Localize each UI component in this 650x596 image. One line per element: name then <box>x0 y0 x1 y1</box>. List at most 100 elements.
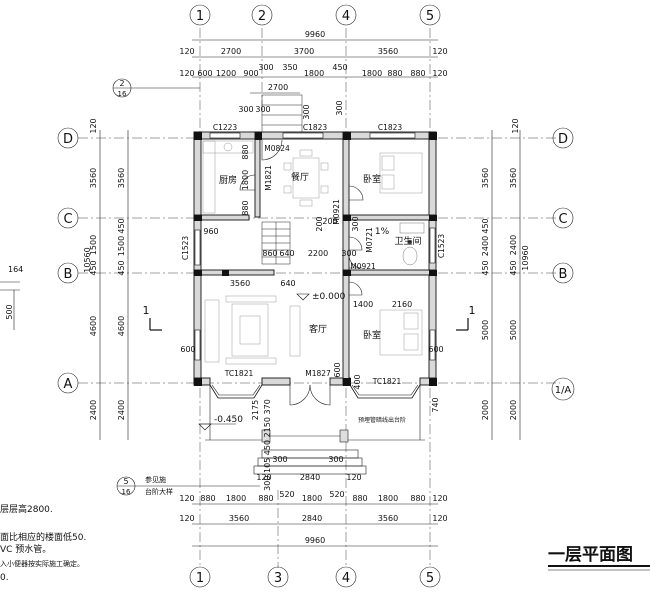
svg-text:5: 5 <box>426 571 434 586</box>
svg-text:2: 2 <box>119 79 124 88</box>
svg-text:2840: 2840 <box>302 514 322 523</box>
svg-text:C1823: C1823 <box>303 123 328 132</box>
svg-text:450: 450 <box>509 260 518 275</box>
svg-text:5000: 5000 <box>481 320 490 340</box>
grid-bubble-left-A: A <box>57 372 79 394</box>
svg-text:3560: 3560 <box>378 514 398 523</box>
right-dimensions: 120 3560 10960 2400 450 5000 2000 3560 4… <box>481 118 530 440</box>
svg-text:参见施: 参见施 <box>145 475 166 484</box>
svg-text:300: 300 <box>238 105 253 114</box>
svg-text:450: 450 <box>481 218 490 233</box>
svg-text:9960: 9960 <box>305 30 325 39</box>
svg-text:300: 300 <box>255 105 270 114</box>
svg-text:120: 120 <box>179 514 194 523</box>
svg-text:300: 300 <box>351 216 360 231</box>
svg-text:880: 880 <box>352 494 367 503</box>
svg-text:入小便器按实际施工确定。: 入小便器按实际施工确定。 <box>0 559 84 568</box>
svg-text:1500: 1500 <box>89 235 98 255</box>
top-dimensions: 9960 120 2700 3700 3560 120 120 600 1200… <box>179 30 447 120</box>
svg-text:5: 5 <box>426 9 434 24</box>
svg-text:VC 预水管。: VC 预水管。 <box>0 543 51 555</box>
svg-text:台阶大样: 台阶大样 <box>145 487 173 496</box>
section-mark-left: 1 <box>143 304 162 331</box>
porch <box>205 385 425 475</box>
grid-bubble-top-4: 4 <box>335 4 357 26</box>
svg-text:M1821: M1821 <box>264 165 273 191</box>
svg-text:450: 450 <box>117 260 126 275</box>
svg-text:TC1821: TC1821 <box>224 369 254 378</box>
svg-text:1800: 1800 <box>378 494 398 503</box>
svg-text:300: 300 <box>258 63 273 72</box>
svg-text:740: 740 <box>431 397 440 412</box>
svg-text:C1823: C1823 <box>378 123 403 132</box>
interior-walls <box>193 131 437 385</box>
svg-text:4600: 4600 <box>89 316 98 336</box>
svg-text:B: B <box>559 267 568 282</box>
svg-text:2400: 2400 <box>89 400 98 420</box>
svg-text:3560: 3560 <box>229 514 249 523</box>
svg-text:层层高2800.: 层层高2800. <box>0 503 53 515</box>
staircase <box>261 94 303 265</box>
svg-text:120: 120 <box>432 69 447 78</box>
svg-text:880: 880 <box>387 69 402 78</box>
svg-text:3560: 3560 <box>481 168 490 188</box>
svg-text:880: 880 <box>410 69 425 78</box>
bath-slope: 1% <box>375 227 390 237</box>
room-labels: 厨房 餐厅 卧室 卫生间 1% 客厅 卧室 <box>219 171 422 341</box>
grid-bubble-top-1: 1 <box>189 4 211 26</box>
svg-text:520: 520 <box>329 490 344 499</box>
kitchen-counter <box>202 140 254 214</box>
svg-text:120: 120 <box>432 494 447 503</box>
svg-text:TC1821: TC1821 <box>372 377 402 386</box>
svg-text:120: 120 <box>89 118 98 133</box>
svg-text:120: 120 <box>179 494 194 503</box>
svg-text:C1223: C1223 <box>213 123 238 132</box>
svg-text:0.: 0. <box>0 573 9 583</box>
svg-text:4600: 4600 <box>117 316 126 336</box>
svg-text:1200: 1200 <box>216 69 236 78</box>
svg-text:5000: 5000 <box>509 320 518 340</box>
svg-text:880: 880 <box>410 494 425 503</box>
svg-text:2700: 2700 <box>268 83 288 92</box>
svg-text:300: 300 <box>335 100 344 115</box>
svg-text:预埋管暗线出台阶: 预埋管暗线出台阶 <box>358 416 406 424</box>
svg-text:2175: 2175 <box>251 400 260 420</box>
svg-text:2400: 2400 <box>117 400 126 420</box>
svg-text:500: 500 <box>5 304 14 319</box>
svg-text:120: 120 <box>432 47 447 56</box>
svg-text:880: 880 <box>241 144 250 159</box>
svg-text:3560: 3560 <box>509 168 518 188</box>
bed-southeast <box>379 309 423 356</box>
svg-text:1400: 1400 <box>353 300 373 309</box>
svg-text:860: 860 <box>262 249 277 258</box>
svg-text:520: 520 <box>279 490 294 499</box>
svg-text:600: 600 <box>428 345 443 354</box>
svg-text:1/A: 1/A <box>555 385 572 396</box>
svg-text:2840: 2840 <box>300 473 320 482</box>
svg-text:M0824: M0824 <box>264 144 290 153</box>
sofa-set <box>204 295 301 365</box>
svg-text:350: 350 <box>282 63 297 72</box>
svg-text:16: 16 <box>122 488 131 496</box>
section-ref-top: 2 16 <box>112 78 200 98</box>
svg-text:900: 900 <box>243 69 258 78</box>
grid-bubble-left-C: C <box>57 207 79 229</box>
grid-bubble-bottom-3: 3 <box>267 566 289 588</box>
svg-text:C1523: C1523 <box>181 236 190 261</box>
interior-dimensions: 960 860 640 2200 300 3560 640 1400 2160 … <box>180 144 443 490</box>
svg-text:300 105 450 2150 370: 300 105 450 2150 370 <box>263 399 272 491</box>
svg-text:面比相应的楼面低50.: 面比相应的楼面低50. <box>0 531 86 543</box>
svg-text:960: 960 <box>203 227 218 236</box>
svg-text:300: 300 <box>328 455 343 464</box>
svg-text:600: 600 <box>180 345 195 354</box>
svg-text:1800: 1800 <box>302 494 322 503</box>
svg-text:600: 600 <box>333 362 342 377</box>
room-bedroom-ne: 卧室 <box>363 173 381 185</box>
svg-text:1800: 1800 <box>241 170 250 190</box>
grid-bubble-bottom-4: 4 <box>335 566 357 588</box>
bathroom-fixtures <box>399 222 425 266</box>
svg-text:200: 200 <box>315 216 324 231</box>
svg-text:1800: 1800 <box>362 69 382 78</box>
svg-text:120: 120 <box>346 473 361 482</box>
